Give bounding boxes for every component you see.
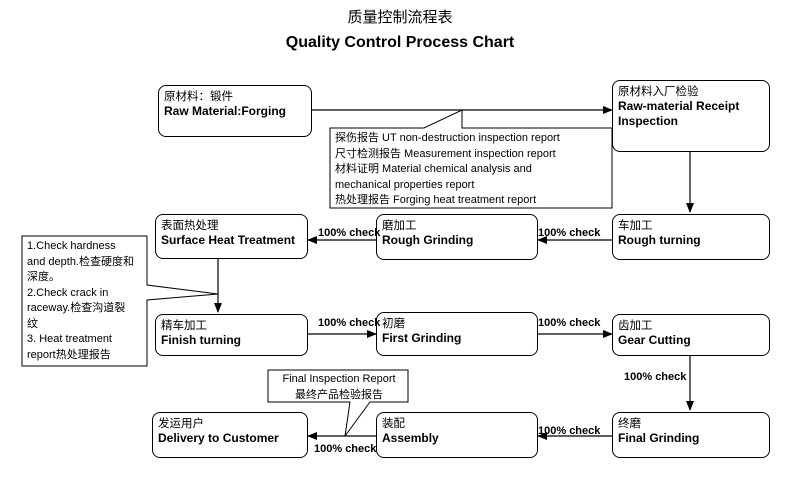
callout-line: 3. Heat treatment <box>27 333 112 345</box>
callout-line: 最终产品检验报告 <box>295 388 383 401</box>
callout-line: report热处理报告 <box>27 348 111 361</box>
step-label-en: Surface Heat Treatment <box>161 233 296 247</box>
callout-line: 纹 <box>27 317 38 330</box>
callout-line: raceway.检查沟道裂 <box>27 302 126 314</box>
step-label-cn: 磨加工 <box>382 218 417 232</box>
check-label: 100% check <box>314 443 377 455</box>
step-label-cn: 车加工 <box>618 218 653 232</box>
step-label-cn: 齿加工 <box>618 318 653 332</box>
step-label-en: First Grinding <box>382 331 462 345</box>
callout-line: 热处理报告 Forging heat treatment report <box>335 194 537 206</box>
check-label: 100% check <box>538 425 601 437</box>
step-label-cn: 终磨 <box>618 416 641 430</box>
step-label-cn: 初磨 <box>382 316 405 330</box>
callout-line: 探伤报告 UT non-destruction inspection repor… <box>335 132 560 144</box>
step-first-grinding: 初磨 First Grinding <box>376 312 538 356</box>
callout-final-report: Final Inspection Report 最终产品检验报告 <box>270 370 408 405</box>
callout-line: Final Inspection Report <box>282 373 396 385</box>
step-label-en: Finish turning <box>161 333 241 347</box>
check-label: 100% check <box>318 227 381 239</box>
step-rough-turning: 车加工 Rough turning <box>612 214 770 260</box>
step-final-grinding: 终磨 Final Grinding <box>612 412 770 458</box>
step-label-en: Gear Cutting <box>618 333 691 347</box>
step-label-cn: 发运用户 <box>158 416 204 430</box>
step-surface-heat-treatment: 表面热处理 Surface Heat Treatment <box>155 214 308 259</box>
step-label-en: Rough turning <box>618 233 701 247</box>
step-label-en: Rough Grinding <box>382 233 474 247</box>
callout-line: 2.Check crack in <box>27 286 109 299</box>
step-label-en: Assembly <box>382 431 439 445</box>
step-gear-cutting: 齿加工 Gear Cutting <box>612 314 770 356</box>
step-label-cn: 精车加工 <box>161 318 207 332</box>
callout-heat-checks-outline <box>21 235 219 367</box>
callout-line: mechanical properties report <box>335 178 475 191</box>
step-delivery: 发运用户 Delivery to Customer <box>152 412 308 458</box>
callout-inspection-reports-outline <box>329 109 613 209</box>
callout-heat-treatment-checks: 1.Check hardness and depth.检查硬度和 深度。 2.C… <box>23 237 147 365</box>
callout-line: 材料证明 Material chemical analysis and <box>335 163 532 175</box>
step-label-cn: 原材料入厂检验 <box>618 84 699 98</box>
chart-title-en: Quality Control Process Chart <box>285 34 515 51</box>
step-rough-grinding: 磨加工 Rough Grinding <box>376 214 538 260</box>
step-label-cn: 装配 <box>382 416 405 430</box>
callout-line: 尺寸检测报告 Measurement inspection report <box>335 147 556 160</box>
callout-line: 1.Check hardness <box>27 240 116 252</box>
step-label-en: Delivery to Customer <box>158 431 279 445</box>
check-label: 100% check <box>624 371 687 383</box>
check-label: 100% check <box>538 317 601 329</box>
step-label-cn: 原材料：锻件 <box>164 89 233 103</box>
step-raw-material: 原材料：锻件 Raw Material:Forging <box>158 85 312 137</box>
step-label-en: Raw Material:Forging <box>164 104 287 118</box>
callout-final-report-outline <box>267 369 409 437</box>
check-label: 100% check <box>538 227 601 239</box>
step-label-en: Final Grinding <box>618 431 700 445</box>
step-finish-turning: 精车加工 Finish turning <box>155 314 308 356</box>
callout-line: 深度。 <box>27 271 60 283</box>
step-assembly: 装配 Assembly <box>376 412 538 458</box>
callout-line: and depth.检查硬度和 <box>27 255 134 268</box>
step-label-cn: 表面热处理 <box>161 218 219 232</box>
check-label: 100% check <box>318 317 381 329</box>
callout-inspection-reports: 探伤报告 UT non-destruction inspection repor… <box>331 129 611 211</box>
step-label-en: Raw-material Receipt Inspection <box>618 99 740 128</box>
step-receipt-inspection: 原材料入厂检验 Raw-material Receipt Inspection <box>612 80 770 152</box>
chart-title-cn: 质量控制流程表 <box>347 8 453 26</box>
